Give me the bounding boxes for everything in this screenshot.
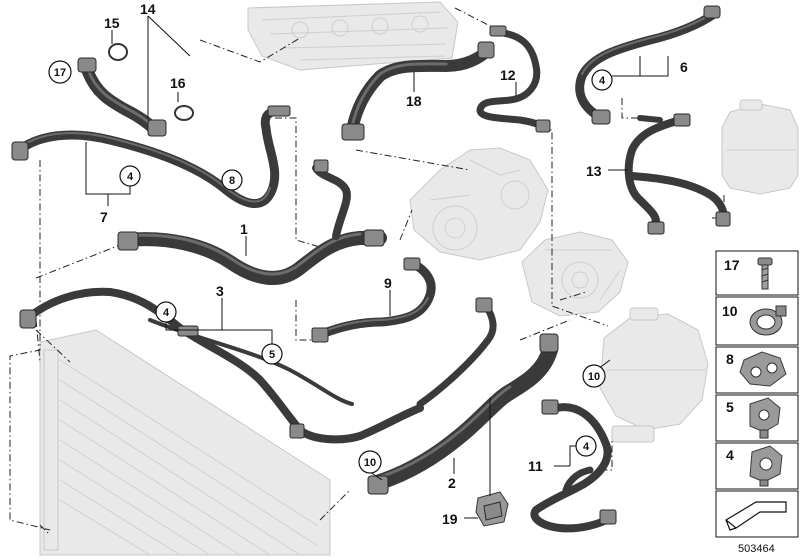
hose-1 [117, 159, 387, 285]
legend-label-4: 4 [726, 447, 734, 463]
label-7: 7 [100, 209, 108, 225]
expansion-tank-lower-ghost [599, 307, 709, 443]
label-19: 19 [442, 511, 458, 527]
expansion-tank-ghost [721, 99, 799, 195]
circled-label-17: 17 [48, 60, 72, 84]
clip-19 [475, 491, 509, 527]
legend-label-17: 17 [724, 257, 740, 273]
label-14: 14 [140, 1, 156, 17]
legend-panel: 17 10 8 5 4 [715, 250, 799, 538]
hose-14-pipe [77, 43, 194, 137]
label-1: 1 [240, 221, 248, 237]
circled-label-8: 8 [221, 169, 243, 191]
circled-label-4-top-left: 4 [119, 165, 141, 187]
bracket-clip-icon [749, 445, 783, 487]
label-13: 13 [586, 163, 602, 179]
svg-text:17: 17 [54, 67, 66, 79]
hose-clamp-icon [749, 305, 787, 336]
svg-text:5: 5 [269, 349, 275, 361]
circled-labels: 17 4 8 4 5 4 10 10 [48, 60, 613, 474]
hose-9 [311, 257, 436, 343]
hose-7 [11, 105, 291, 208]
arrow-icon [724, 501, 787, 531]
svg-text:10: 10 [588, 371, 600, 383]
engine-block-ghost [247, 1, 459, 71]
label-2: 2 [448, 475, 456, 491]
label-16: 16 [170, 75, 186, 91]
circled-label-10-radiator: 10 [358, 450, 382, 474]
circled-label-4-middle: 4 [155, 301, 177, 323]
legend-label-5: 5 [726, 399, 734, 415]
circled-label-10-tank: 10 [582, 364, 606, 388]
hose-13 [624, 113, 731, 235]
svg-text:10: 10 [364, 457, 376, 469]
label-3: 3 [216, 283, 224, 299]
svg-text:8: 8 [229, 175, 235, 187]
svg-text:4: 4 [583, 441, 590, 453]
screw-icon [757, 257, 773, 290]
clip-icon [749, 397, 781, 439]
legend-label-10: 10 [722, 303, 738, 319]
leader-lines [85, 15, 669, 519]
label-11: 11 [528, 458, 543, 474]
svg-text:4: 4 [599, 75, 606, 87]
water-pump-ghost [409, 147, 549, 261]
radiator-ghost [39, 329, 331, 556]
circled-label-4-top-right: 4 [591, 69, 613, 91]
label-6: 6 [680, 59, 688, 75]
legend-box-17 [715, 250, 799, 296]
circled-label-5: 5 [261, 343, 283, 365]
hose-12 [476, 25, 551, 133]
hose-2 [367, 333, 559, 495]
hose-3 [19, 287, 497, 444]
part-labels: 14 15 16 7 1 3 9 18 12 6 13 2 19 11 [100, 1, 688, 527]
pump-unit-ghost [521, 231, 629, 317]
hose-11 [530, 399, 617, 533]
svg-text:4: 4 [163, 307, 170, 319]
circled-label-4-lower-right: 4 [575, 435, 597, 457]
legend-label-8: 8 [726, 351, 734, 367]
hose-6 [575, 5, 721, 125]
svg-text:4: 4 [127, 171, 134, 183]
label-15: 15 [104, 15, 120, 31]
double-clip-icon [739, 351, 787, 387]
hose-18 [341, 41, 495, 141]
reference-number: 503464 [738, 543, 775, 555]
label-9: 9 [384, 275, 392, 291]
label-18: 18 [406, 93, 422, 109]
label-12: 12 [500, 67, 516, 83]
